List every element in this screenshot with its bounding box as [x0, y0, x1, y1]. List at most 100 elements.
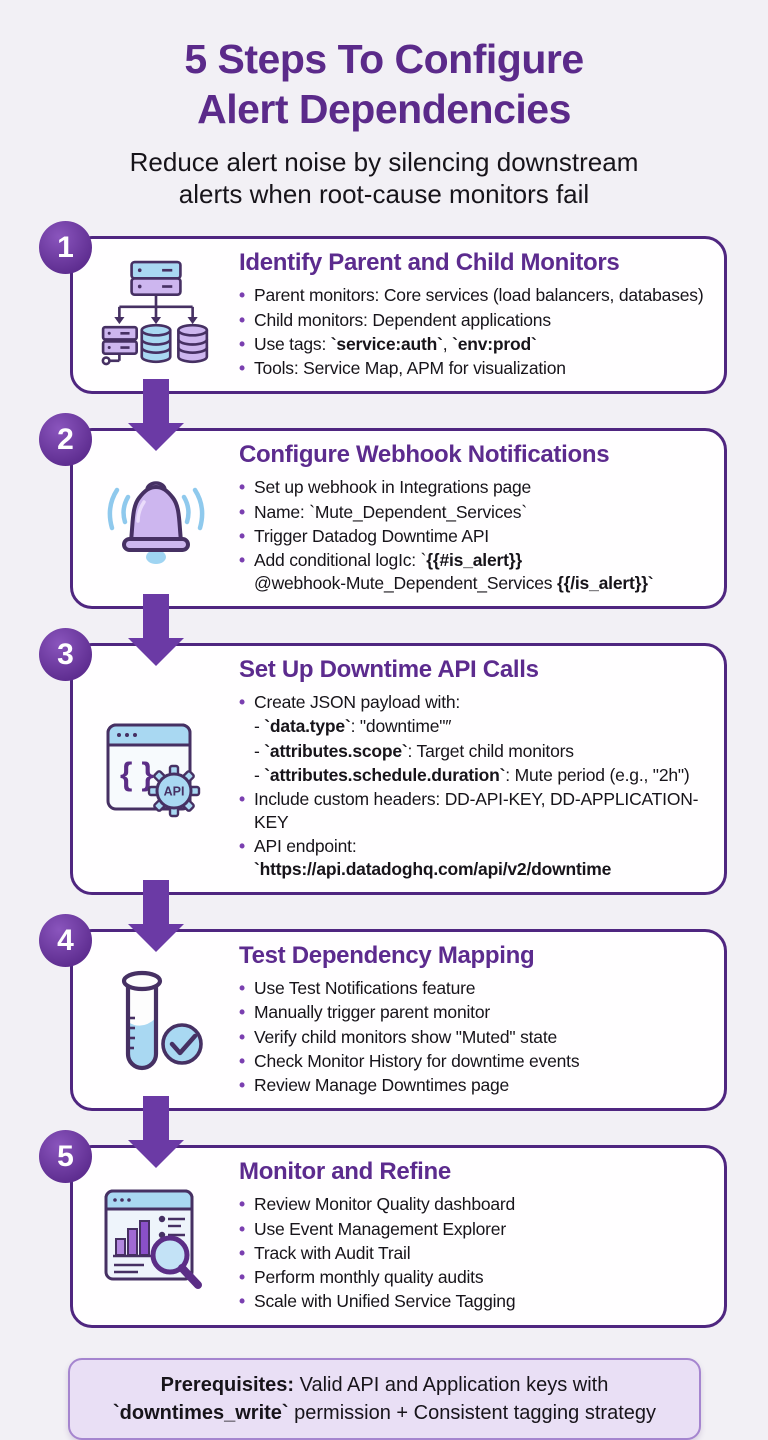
bullet-text: - `data.type`: "downtime"″: [254, 716, 452, 737]
bullet-text: - `attributes.schedule.duration`: Mute p…: [254, 764, 690, 785]
bullet-text: Check Monitor History for downtime event…: [254, 1050, 580, 1071]
bullet-text: Child monitors: Dependent applications: [254, 309, 551, 330]
flow-arrow-icon: [128, 594, 184, 667]
bullet-text: Set up webhook in Integrations page: [254, 477, 532, 498]
bullet-text: Add conditional logIc: `{{#is_alert}}@we…: [254, 550, 654, 593]
bullet-item: Perform monthly quality audits: [239, 1266, 706, 1289]
step-number-badge: 1: [39, 221, 92, 275]
bullet-text: Use tags: `service:auth`, `env:prod`: [254, 333, 537, 354]
bullet-item: Track with Audit Trail: [239, 1242, 706, 1265]
bullet-list: Parent monitors: Core services (load bal…: [239, 284, 706, 380]
step-text-column: Set Up Downtime API Calls Create JSON pa…: [239, 656, 712, 882]
bullet-text: Perform monthly quality audits: [254, 1267, 484, 1288]
bullet-list: Create JSON payload with: - `data.type`: …: [239, 691, 706, 881]
flow-arrow-icon: [128, 379, 184, 452]
bullet-item: Review Manage Downtimes page: [239, 1074, 706, 1097]
step-icon-column: [73, 256, 239, 374]
bullet-text: Parent monitors: Core services (load bal…: [254, 285, 704, 306]
bullet-dot: [239, 835, 254, 881]
bullet-dot: [239, 1266, 254, 1289]
bullet-text: Include custom headers: DD-API-KEY, DD-A…: [254, 789, 699, 832]
prerequisites-note: Prerequisites: Valid API and Application…: [68, 1357, 701, 1440]
bullet-text: Review Manage Downtimes page: [254, 1075, 510, 1096]
sub-bullet-item: - `attributes.schedule.duration`: Mute p…: [254, 764, 706, 787]
bullet-dot: [239, 1074, 254, 1097]
steps-list: 1: [39, 221, 727, 1328]
page-title: 5 Steps To Configure Alert Dependencies: [0, 34, 768, 134]
bullet-text: Name: `Mute_Dependent_Services`: [254, 501, 527, 522]
bullet-dot: [239, 1218, 254, 1241]
bullet-dot: [239, 1001, 254, 1024]
page-subtitle-line1: Reduce alert noise by silencing downstre…: [129, 147, 639, 178]
bullet-item: Use Event Management Explorer: [239, 1218, 706, 1241]
flow-connector: [70, 379, 727, 452]
server-hierarchy-icon: [101, 261, 209, 366]
bullet-item: Set up webhook in Integrations page: [239, 476, 706, 499]
bullet-dot: [239, 333, 254, 356]
page-title-line2: Alert Dependencies: [197, 86, 571, 133]
step-number-badge: 2: [39, 413, 92, 467]
step-card-4: 4 Test Dependency Mapping Use Test Notif…: [39, 914, 727, 1112]
step-text-column: Test Dependency Mapping Use Test Notific…: [239, 942, 712, 1098]
bullet-dot: [239, 1050, 254, 1073]
bullet-dot: [239, 691, 254, 714]
step-title: Set Up Downtime API Calls: [239, 656, 539, 684]
bullet-text: Tools: Service Map, APM for visualizatio…: [254, 358, 566, 379]
flow-connector: [70, 594, 727, 667]
bullet-item: Include custom headers: DD-API-KEY, DD-A…: [239, 788, 706, 834]
step-number-badge: 4: [39, 914, 92, 968]
bullet-list: Review Monitor Quality dashboardUse Even…: [239, 1193, 706, 1313]
bullet-item: Check Monitor History for downtime event…: [239, 1050, 706, 1073]
braces-glyph: { }: [120, 756, 154, 792]
step-text-column: Monitor and Refine Review Monitor Qualit…: [239, 1158, 712, 1314]
bullet-dot: [239, 549, 254, 595]
bullet-text: - `attributes.scope`: Target child monit…: [254, 740, 574, 761]
step-text-column: Identify Parent and Child Monitors Paren…: [239, 249, 712, 381]
step-card-1: 1: [39, 221, 727, 395]
bullet-dot: [239, 525, 254, 548]
bullet-list: Use Test Notifications featureManually t…: [239, 977, 706, 1097]
page-title-line1: 5 Steps To Configure: [184, 36, 584, 82]
step-icon-column: [73, 1179, 239, 1295]
bullet-dot: [239, 501, 254, 524]
step-number-badge: 5: [39, 1130, 92, 1184]
step-icon-column: { } API: [73, 711, 239, 827]
bullet-item: Review Monitor Quality dashboard: [239, 1193, 706, 1216]
bullet-item: Use tags: `service:auth`, `env:prod`: [239, 333, 706, 356]
step-title: Test Dependency Mapping: [239, 942, 535, 970]
bullet-text: Use Test Notifications feature: [254, 978, 476, 999]
bullet-dot: [239, 1242, 254, 1265]
alert-bell-icon: [107, 481, 205, 564]
bullet-text: Manually trigger parent monitor: [254, 1002, 490, 1023]
page-subtitle-line2: alerts when root-cause monitors fail: [178, 178, 590, 209]
step-card-3: 3 { }: [39, 628, 727, 896]
bullet-item: Use Test Notifications feature: [239, 977, 706, 1000]
bullet-text: Use Event Management Explorer: [254, 1218, 506, 1239]
bullet-text: Track with Audit Trail: [254, 1242, 411, 1263]
bullet-dot: [239, 1193, 254, 1216]
step-title: Configure Webhook Notifications: [239, 441, 610, 469]
bullet-item: Trigger Datadog Downtime API: [239, 525, 706, 548]
bullet-item: API endpoint: `https://api.datadoghq.com…: [239, 835, 706, 881]
step-title: Identify Parent and Child Monitors: [239, 249, 620, 277]
bullet-dot: [239, 1026, 254, 1049]
header: 5 Steps To Configure Alert Dependencies …: [0, 0, 768, 210]
step-text-column: Configure Webhook Notifications Set up w…: [239, 441, 712, 596]
test-tube-check-icon: [121, 971, 203, 1071]
bullet-text: Create JSON payload with:: [254, 692, 461, 713]
flow-connector: [70, 1096, 727, 1169]
flow-arrow-icon: [128, 880, 184, 953]
sub-bullet-item: - `attributes.scope`: Target child monit…: [254, 740, 706, 763]
bullet-item: Parent monitors: Core services (load bal…: [239, 284, 706, 307]
bullet-dot: [239, 977, 254, 1000]
bullet-item: Manually trigger parent monitor: [239, 1001, 706, 1024]
page-subtitle: Reduce alert noise by silencing downstre…: [0, 147, 768, 210]
step-title: Monitor and Refine: [239, 1158, 451, 1186]
bullet-item: Add conditional logIc: `{{#is_alert}}@we…: [239, 549, 706, 595]
bullet-text: Trigger Datadog Downtime API: [254, 525, 489, 546]
flow-connector: [70, 880, 727, 953]
step-card-5: 5: [39, 1130, 727, 1328]
bullet-item: Scale with Unified Service Tagging: [239, 1290, 706, 1313]
bullet-text: API endpoint: `https://api.datadoghq.com…: [254, 836, 612, 879]
bullet-item: Name: `Mute_Dependent_Services`: [239, 501, 706, 524]
